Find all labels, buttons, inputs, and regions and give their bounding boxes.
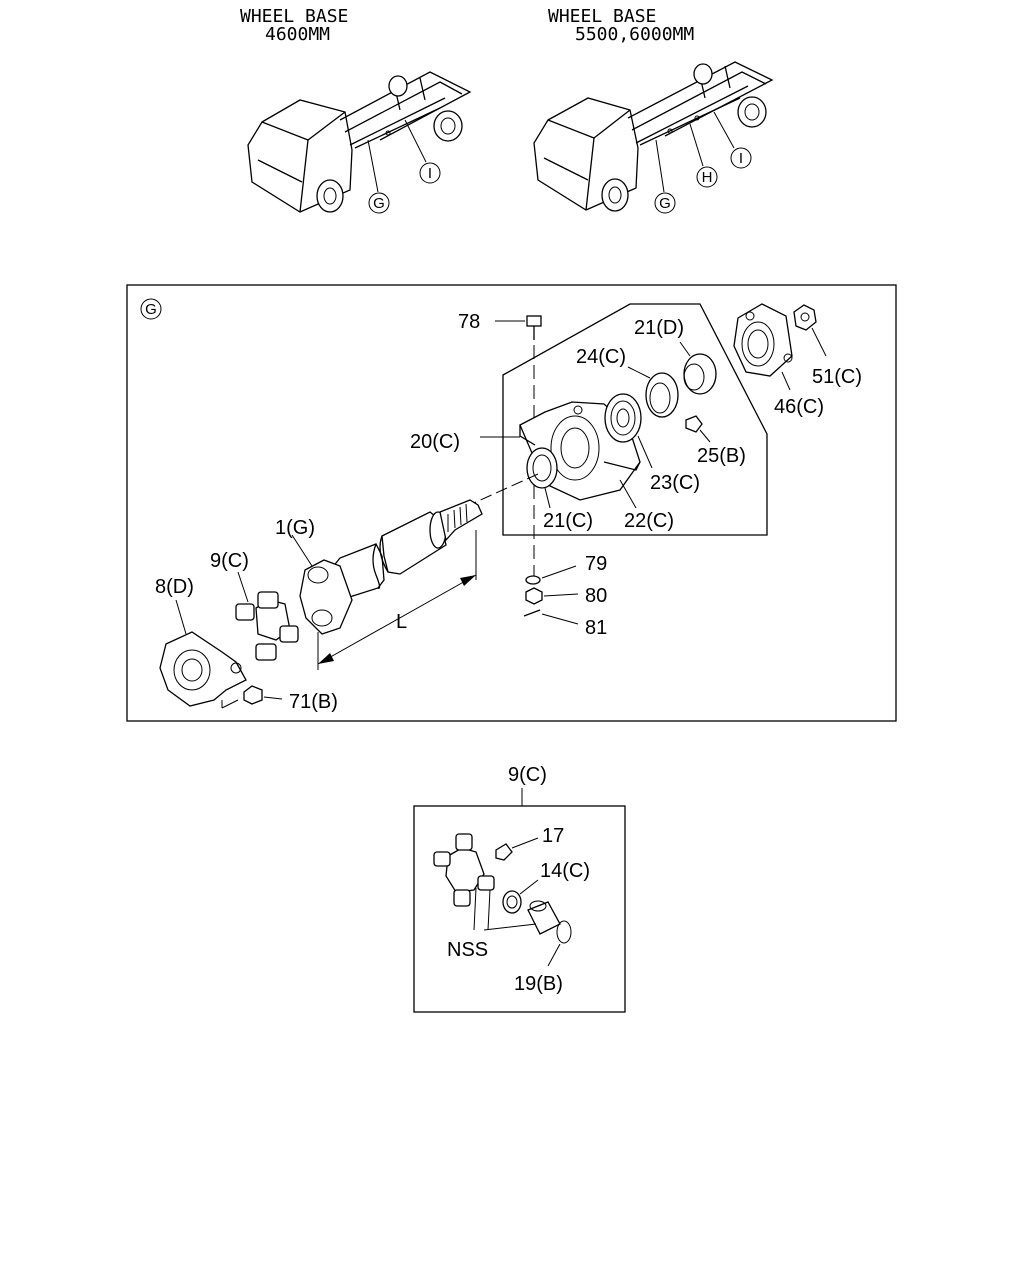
label-22c: 22(C) [624, 510, 674, 532]
bearing-cup-detail [527, 900, 561, 935]
truck-illustration-left [247, 71, 472, 213]
detail-view-frame [413, 805, 626, 1013]
seal-21d [679, 341, 717, 395]
nss-leader-lines [473, 887, 537, 931]
callout-right-i: I [730, 147, 752, 169]
svg-text:G: G [145, 301, 157, 318]
seal-21c [526, 447, 558, 509]
label-20c: 20(C) [410, 431, 460, 453]
callout-right-g: G [654, 192, 676, 214]
label-51c: 51(C) [812, 366, 862, 388]
detail-title-9c: 9(C) [508, 764, 547, 786]
dust-cover-24c [627, 366, 679, 418]
label-25b: 25(B) [697, 445, 746, 467]
seal-14c [502, 879, 539, 914]
section-marker-g: G [140, 298, 162, 320]
label-9c: 9(C) [210, 550, 249, 572]
label-1g: 1(G) [275, 517, 315, 539]
flange-yoke-46c [733, 303, 793, 391]
label-8d: 8(D) [155, 576, 194, 598]
svg-text:I: I [739, 150, 743, 167]
grease-fitting-17 [495, 837, 539, 861]
cotter-pin-81 [523, 609, 579, 625]
snap-ring-19b [547, 920, 572, 967]
right-wheelbase-title: WHEEL BASE [548, 6, 656, 27]
bearing-23c [604, 393, 653, 469]
label-23c: 23(C) [650, 472, 700, 494]
center-bearing-subassembly-outline [502, 303, 768, 536]
propeller-shaft-1g [291, 499, 483, 635]
length-dimension-label: L [396, 611, 407, 633]
label-21d: 21(D) [634, 317, 684, 339]
svg-text:G: G [659, 195, 671, 212]
callout-left-g: G [368, 192, 390, 214]
label-81: 81 [585, 617, 607, 639]
washer-79 [525, 565, 577, 585]
label-21c: 21(C) [543, 510, 593, 532]
label-78: 78 [458, 311, 480, 333]
label-46c: 46(C) [774, 396, 824, 418]
callout-left-i: I [419, 162, 441, 184]
truck-illustration-right [533, 61, 774, 212]
callout-right-h: H [696, 166, 718, 188]
label-24c: 24(C) [576, 346, 626, 368]
nut-51c [793, 304, 827, 357]
length-dimension [317, 530, 477, 670]
main-exploded-view-frame [126, 284, 897, 722]
nut-71b [221, 685, 283, 709]
spider-cross-detail [433, 833, 495, 907]
left-wheelbase-title: WHEEL BASE [240, 6, 348, 27]
label-nss: NSS [447, 939, 488, 961]
svg-text:G: G [373, 195, 385, 212]
label-79: 79 [585, 553, 607, 575]
svg-text:H: H [702, 169, 713, 186]
right-wheelbase-value: 5500,6000MM [575, 24, 694, 45]
label-17: 17 [542, 825, 564, 847]
castle-nut-80 [525, 587, 579, 605]
bolt-78 [495, 315, 542, 340]
left-wheelbase-value: 4600MM [265, 24, 330, 45]
label-71b: 71(B) [289, 691, 338, 713]
label-80: 80 [585, 585, 607, 607]
svg-text:I: I [428, 165, 432, 182]
label-19b: 19(B) [514, 973, 563, 995]
grease-fitting-25b [685, 415, 711, 443]
companion-flange-8d [159, 599, 247, 707]
universal-joint-9c [235, 571, 299, 661]
label-14c: 14(C) [540, 860, 590, 882]
